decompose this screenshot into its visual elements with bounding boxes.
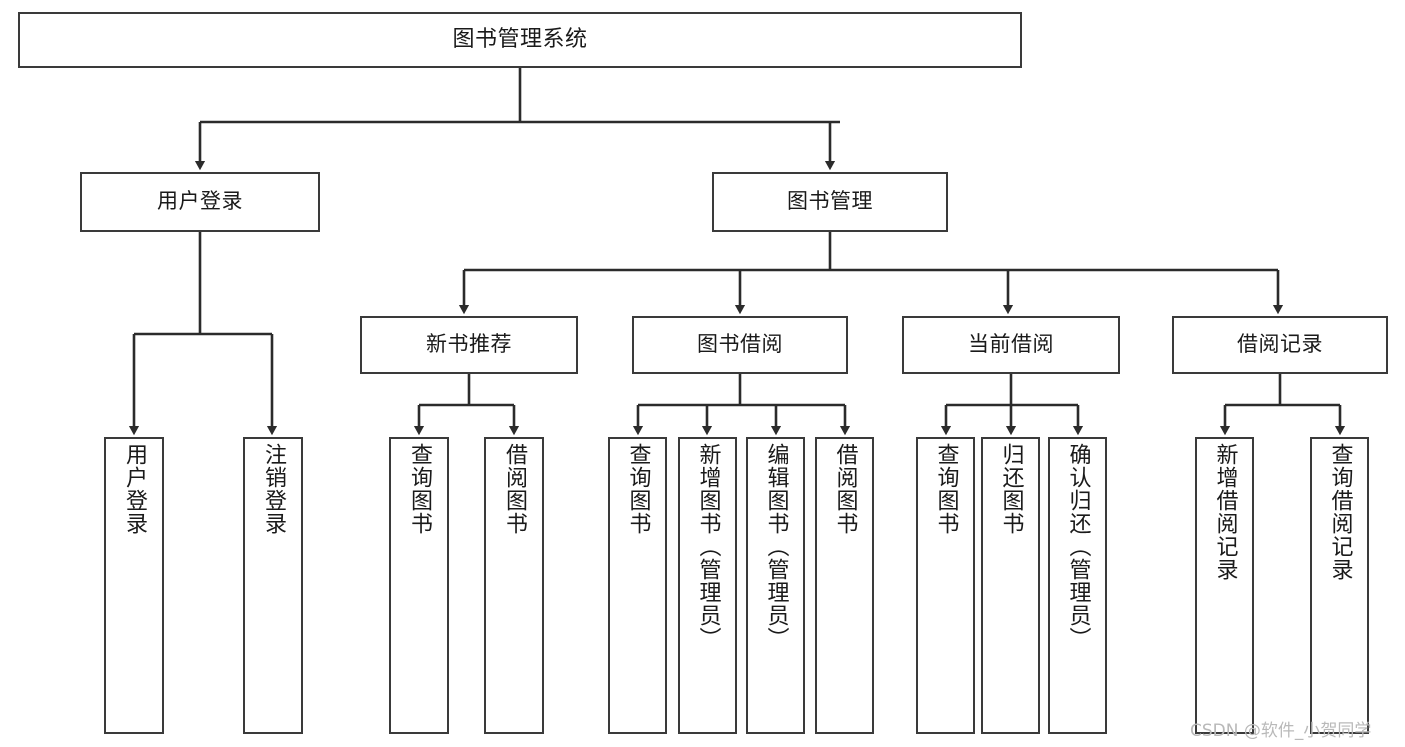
node-book-borrowing-label: 图书借阅 xyxy=(697,332,783,357)
leaf-logout-label: 注销登录 xyxy=(261,443,286,535)
leaf-query-books-borrow[interactable]: 查询图书 xyxy=(608,437,667,734)
leaf-query-borrow-record[interactable]: 查询借阅记录 xyxy=(1310,437,1369,734)
leaf-confirm-return-admin-label: 确认归还（管理员） xyxy=(1065,443,1091,650)
node-book-management-label: 图书管理 xyxy=(787,189,873,214)
leaf-query-borrow-record-label: 查询借阅记录 xyxy=(1327,443,1353,581)
node-current-borrowing[interactable]: 当前借阅 xyxy=(902,316,1120,374)
leaf-query-books-newbooks[interactable]: 查询图书 xyxy=(389,437,449,734)
leaf-user-login[interactable]: 用户登录 xyxy=(104,437,164,734)
node-user-login[interactable]: 用户登录 xyxy=(80,172,320,232)
leaf-return-books-label: 归还图书 xyxy=(998,443,1024,535)
csdn-watermark: CSDN @软件_小贺同学 xyxy=(1190,721,1372,741)
leaf-borrow-books-newbooks[interactable]: 借阅图书 xyxy=(484,437,544,734)
leaf-add-borrow-record-label: 新增借阅记录 xyxy=(1212,443,1238,581)
leaf-query-books-current-label: 查询图书 xyxy=(933,443,959,535)
leaf-edit-book-admin[interactable]: 编辑图书（管理员） xyxy=(746,437,805,734)
leaf-add-book-admin[interactable]: 新增图书（管理员） xyxy=(678,437,737,734)
leaf-borrow-books-borrow-label: 借阅图书 xyxy=(832,443,858,535)
node-current-borrowing-label: 当前借阅 xyxy=(968,332,1054,357)
leaf-confirm-return-admin[interactable]: 确认归还（管理员） xyxy=(1048,437,1107,734)
leaf-logout[interactable]: 注销登录 xyxy=(243,437,303,734)
node-borrowing-records-label: 借阅记录 xyxy=(1237,332,1323,357)
leaf-query-books-borrow-label: 查询图书 xyxy=(625,443,651,535)
node-book-borrowing[interactable]: 图书借阅 xyxy=(632,316,848,374)
leaf-edit-book-admin-label: 编辑图书（管理员） xyxy=(763,443,789,650)
leaf-borrow-books-borrow[interactable]: 借阅图书 xyxy=(815,437,874,734)
leaf-query-books-current[interactable]: 查询图书 xyxy=(916,437,975,734)
node-new-book-recommendation[interactable]: 新书推荐 xyxy=(360,316,578,374)
leaf-user-login-label: 用户登录 xyxy=(122,443,147,535)
leaf-add-borrow-record[interactable]: 新增借阅记录 xyxy=(1195,437,1254,734)
node-new-book-recommendation-label: 新书推荐 xyxy=(426,332,512,357)
node-root-label: 图书管理系统 xyxy=(452,26,588,52)
node-book-management[interactable]: 图书管理 xyxy=(712,172,948,232)
leaf-add-book-admin-label: 新增图书（管理员） xyxy=(695,443,721,650)
leaf-query-books-newbooks-label: 查询图书 xyxy=(407,443,432,535)
node-user-login-label: 用户登录 xyxy=(157,189,243,214)
node-borrowing-records[interactable]: 借阅记录 xyxy=(1172,316,1388,374)
node-root[interactable]: 图书管理系统 xyxy=(18,12,1022,68)
leaf-return-books[interactable]: 归还图书 xyxy=(981,437,1040,734)
leaf-borrow-books-newbooks-label: 借阅图书 xyxy=(502,443,527,535)
